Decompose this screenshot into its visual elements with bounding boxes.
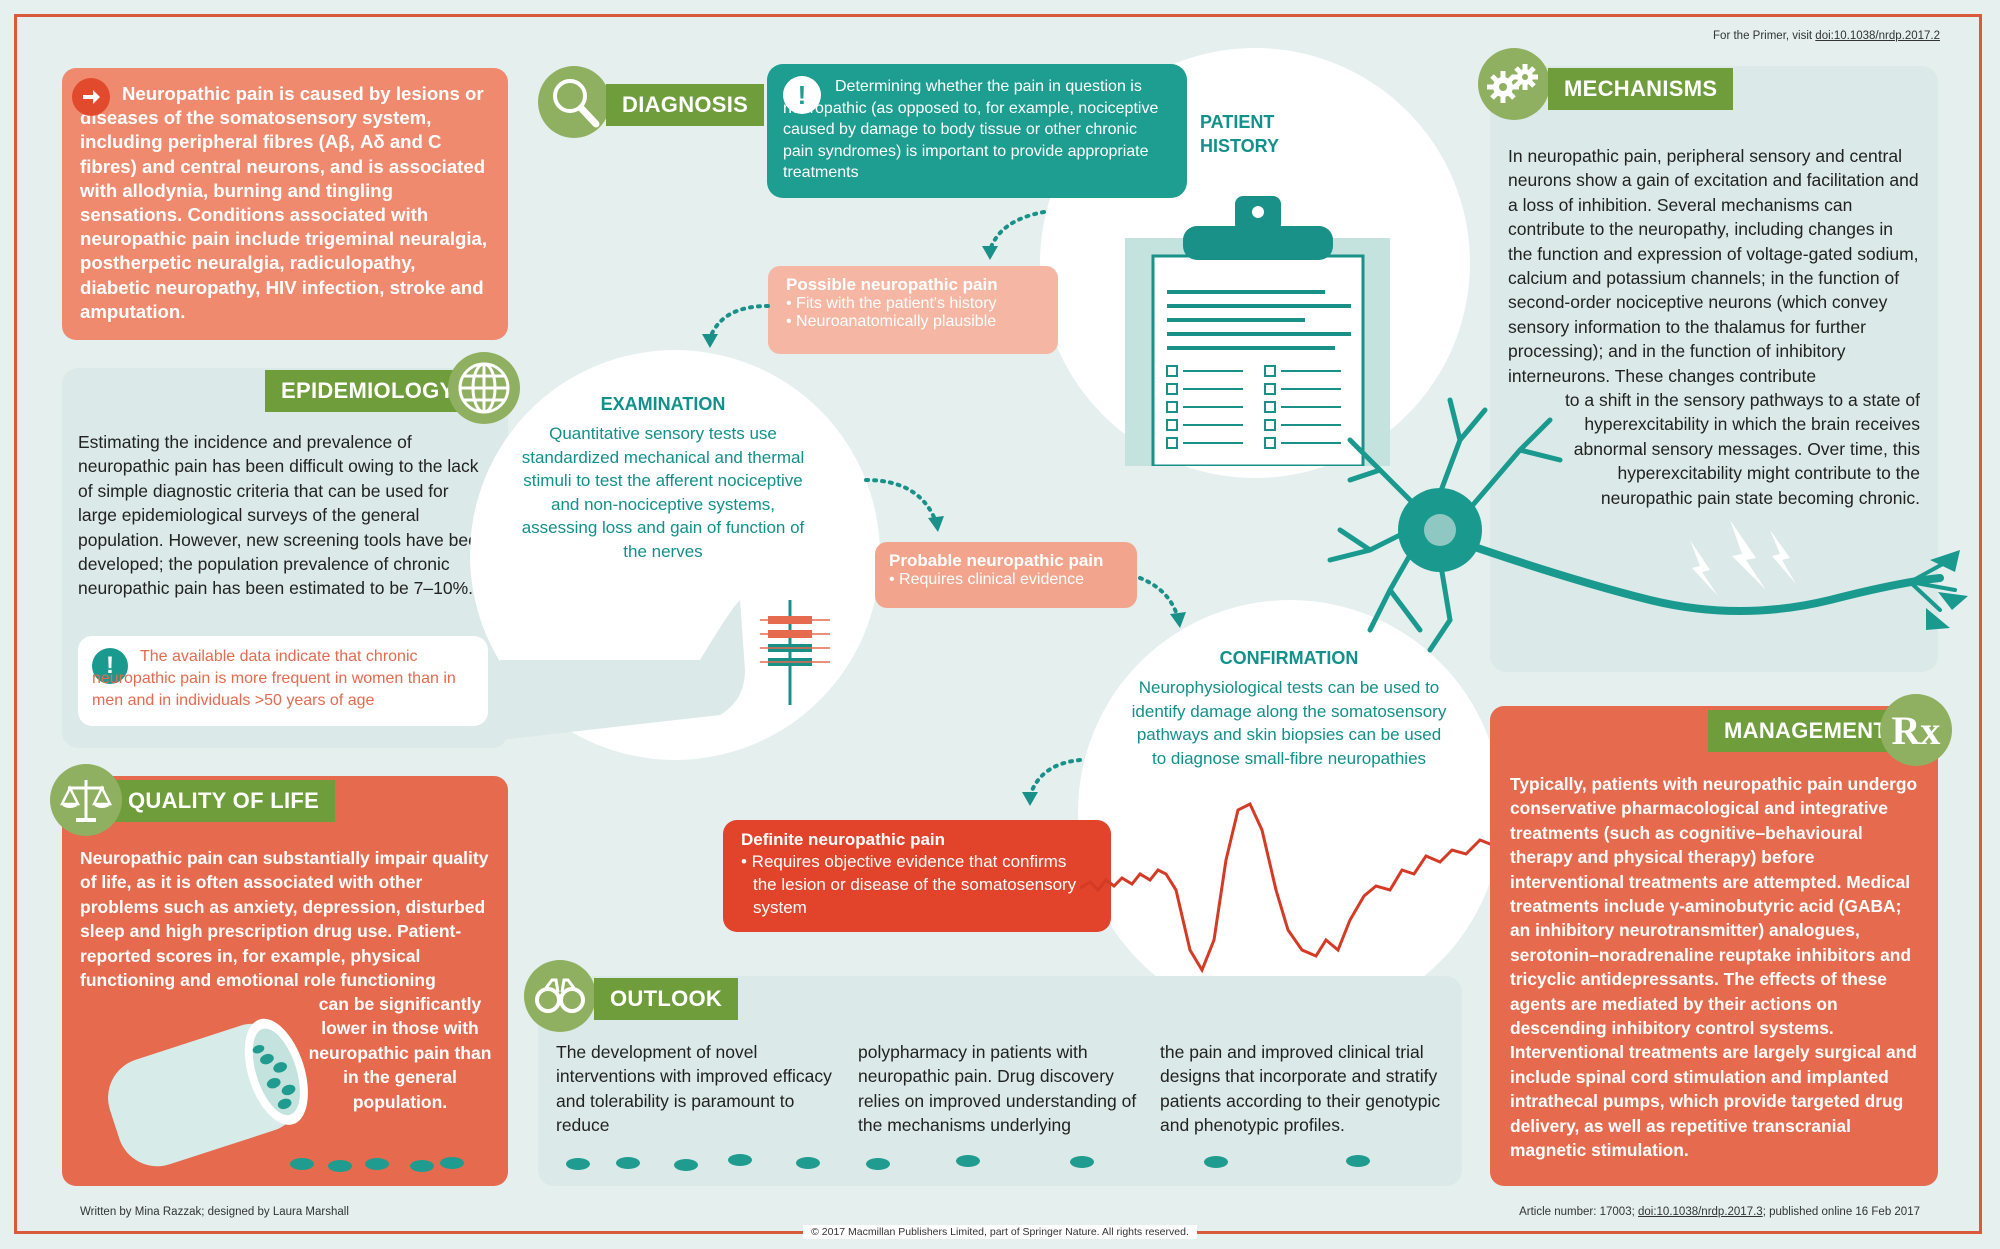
management-panel xyxy=(1490,706,1938,1186)
primer-reference: For the Primer, visit doi:10.1038/nrdp.2… xyxy=(1713,30,1940,42)
pill-icon xyxy=(1204,1156,1228,1168)
pill-bottle-icon xyxy=(108,1018,308,1167)
epidemiology-title: EPIDEMIOLOGY xyxy=(265,370,471,412)
outlook-title: OUTLOOK xyxy=(594,978,739,1020)
pill-icon xyxy=(956,1155,980,1167)
pill-icon xyxy=(1346,1155,1370,1167)
neuron-illustration xyxy=(1327,397,1968,653)
pill-icon xyxy=(616,1157,640,1169)
pill-icon xyxy=(410,1160,434,1172)
confirmation-circle xyxy=(1078,600,1502,1024)
mechanisms-title: MECHANISMS xyxy=(1548,68,1734,110)
article-number: Article number: 17003; xyxy=(1519,1206,1635,1218)
published-date: ; published online 16 Feb 2017 xyxy=(1762,1206,1920,1218)
pill-icon xyxy=(566,1158,590,1170)
sensory-test-device-icon xyxy=(760,600,830,705)
outlook-text-column-2: polypharmacy in patients with neuropathi… xyxy=(858,1042,1137,1136)
possible-pain-item: • Neuroanatomically plausible xyxy=(786,313,997,330)
article-info: Article number: 17003; doi:10.1038/nrdp.… xyxy=(1519,1206,1920,1218)
possible-pain-item: • Fits with the patient's history xyxy=(786,295,997,312)
epidemiology-note-text: The available data indicate that chronic… xyxy=(92,648,456,709)
arrow-right-icon xyxy=(72,78,110,116)
management-title: MANAGEMENT xyxy=(1708,710,1904,752)
quality-title: QUALITY OF LIFE xyxy=(112,780,336,822)
probable-pain-title: Probable neuropathic pain xyxy=(889,551,1104,570)
examination-title: EXAMINATION xyxy=(600,394,726,414)
globe-icon xyxy=(448,352,520,424)
leg-illustration xyxy=(500,600,745,740)
intro-box: Neuropathic pain is caused by lesions or… xyxy=(62,68,508,340)
pill-icon xyxy=(674,1159,698,1171)
probable-pain-item: • Requires clinical evidence xyxy=(889,571,1085,588)
diagnosis-callout: ! Determining whether the pain in questi… xyxy=(767,64,1187,198)
possible-pain-title: Possible neuropathic pain xyxy=(786,275,998,294)
quality-text: Neuropathic pain can substantially impai… xyxy=(80,848,489,991)
management-text: Typically, patients with neuropathic pai… xyxy=(1510,774,1918,1161)
pill-icon xyxy=(365,1158,389,1170)
gears-icon xyxy=(1478,48,1550,120)
pill-icon xyxy=(290,1158,314,1170)
nerve-signal-waveform xyxy=(1080,801,1500,974)
rx-icon: Rx xyxy=(1880,694,1952,766)
epidemiology-text: Estimating the incidence and prevalence … xyxy=(78,432,488,599)
mechanisms-text: In neuropathic pain, peripheral sensory … xyxy=(1508,146,1919,386)
exclamation-icon: ! xyxy=(92,648,128,684)
copyright-bar: © 2017 Macmillan Publishers Limited, par… xyxy=(0,1225,2000,1239)
scales-icon xyxy=(50,764,122,836)
pill-icon xyxy=(440,1157,464,1169)
primer-link[interactable]: doi:10.1038/nrdp.2017.2 xyxy=(1815,30,1940,42)
article-doi-link[interactable]: doi:10.1038/nrdp.2017.3 xyxy=(1638,1206,1763,1218)
binoculars-icon xyxy=(524,960,596,1032)
copyright-text: © 2017 Macmillan Publishers Limited, par… xyxy=(803,1225,1197,1239)
pill-icon xyxy=(866,1158,890,1170)
confirmation-title: CONFIRMATION xyxy=(1219,648,1359,668)
credits: Written by Mina Razzak; designed by Laur… xyxy=(80,1206,349,1218)
patient-history-title: PATIENT HISTORY xyxy=(1200,112,1280,156)
examination-text: Quantitative sensory tests use standardi… xyxy=(521,424,805,561)
pill-icon xyxy=(796,1157,820,1169)
rx-symbol: Rx xyxy=(1891,707,1941,753)
outlook-text-column-3: the pain and improved clinical trial des… xyxy=(1160,1042,1441,1136)
epidemiology-note: ! The available data indicate that chron… xyxy=(78,636,488,726)
outlook-text-column-1: The development of novel interventions w… xyxy=(556,1042,832,1136)
definite-pain-box: Definite neuropathic pain • Requires obj… xyxy=(723,820,1111,932)
confirmation-text: Neurophysiological tests can be used to … xyxy=(1131,678,1447,768)
pill-icon xyxy=(1070,1156,1094,1168)
mechanisms-text-continued: to a shift in the sensory pathways to a … xyxy=(1564,390,1920,508)
intro-text: Neuropathic pain is caused by lesions or… xyxy=(80,83,488,322)
exclamation-icon: ! xyxy=(783,76,821,114)
definite-pain-title: Definite neuropathic pain xyxy=(741,830,946,849)
possible-pain-box: Possible neuropathic pain • Fits with th… xyxy=(768,266,1058,354)
mechanisms-panel xyxy=(1490,66,1938,672)
diagnosis-callout-text: Determining whether the pain in question… xyxy=(783,78,1159,181)
definite-pain-item: • Requires objective evidence that confi… xyxy=(741,852,1077,917)
quality-text-continued: can be significantly lower in those with… xyxy=(308,994,492,1112)
pill-icon xyxy=(728,1154,752,1166)
pill-icon xyxy=(328,1160,352,1172)
primer-text: For the Primer, visit xyxy=(1713,30,1813,42)
probable-pain-box: Probable neuropathic pain • Requires cli… xyxy=(875,542,1137,608)
magnifier-icon xyxy=(538,66,610,138)
diagnosis-title: DIAGNOSIS xyxy=(606,84,765,126)
clipboard-icon xyxy=(1125,196,1390,466)
